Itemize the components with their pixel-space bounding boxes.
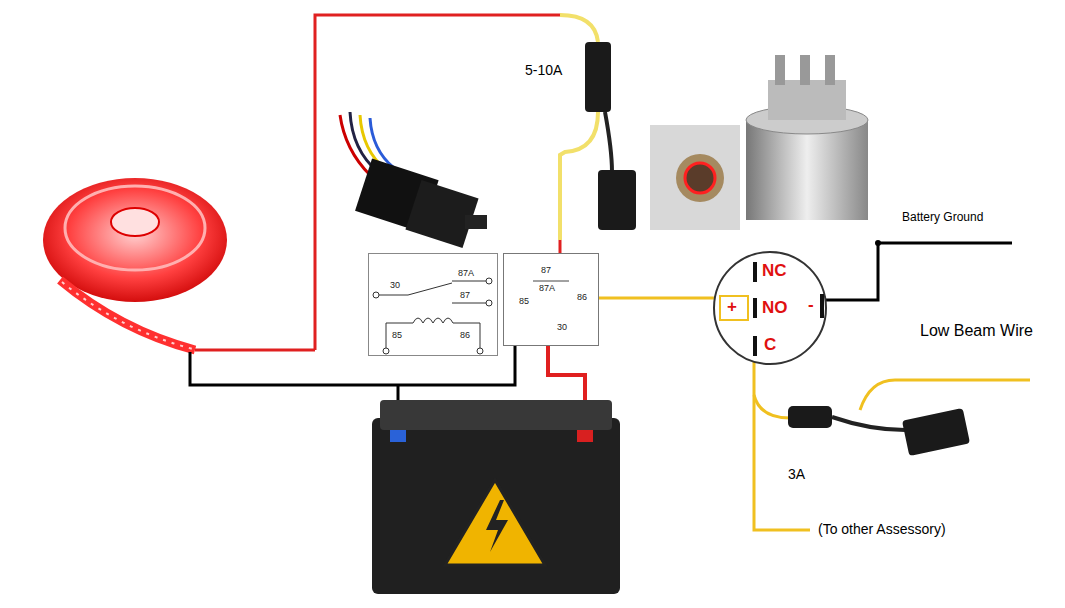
pin-number: 30 xyxy=(557,323,567,333)
relay-box: 30 87A 87 85 86 xyxy=(368,253,498,356)
accessory-wire xyxy=(754,350,810,530)
wire-label: 3A xyxy=(786,466,807,482)
battery xyxy=(372,400,620,594)
ground-wire xyxy=(822,243,1012,300)
relay-photo xyxy=(340,112,487,248)
wire-label: Battery Ground xyxy=(900,211,985,225)
wire-label: (To other Assessory) xyxy=(816,521,948,537)
switch-circle: NC + NO - C xyxy=(712,250,828,366)
low-beam-wire xyxy=(860,380,1030,410)
switch-terminal: C xyxy=(764,336,776,355)
led-strip-reel xyxy=(43,178,227,350)
pin-number: 85 xyxy=(392,331,402,341)
switch-terminal: NO xyxy=(762,299,788,318)
pin-number: 87A xyxy=(539,284,555,294)
switch-terminal: - xyxy=(808,296,814,315)
pin-number: 30 xyxy=(390,281,400,291)
pin-number: 85 xyxy=(519,297,529,307)
wire-label: Low Beam Wire xyxy=(918,322,1035,340)
pin-number: 87 xyxy=(460,291,470,301)
pin-number: 86 xyxy=(577,293,587,303)
node-outline xyxy=(368,253,498,356)
fuse-holder xyxy=(788,406,970,456)
pin-number: 86 xyxy=(460,331,470,341)
power-wire xyxy=(195,349,315,352)
switch-terminal: + xyxy=(727,298,737,317)
switch-wire xyxy=(599,297,714,300)
switch-terminal: NC xyxy=(762,262,787,281)
pin-number: 87A xyxy=(458,269,474,279)
wire-label: 5-10A xyxy=(523,62,564,78)
relay-box: 87 87A 85 86 30 xyxy=(503,253,599,346)
pin-number: 87 xyxy=(541,266,551,276)
switch-photo xyxy=(650,55,868,230)
